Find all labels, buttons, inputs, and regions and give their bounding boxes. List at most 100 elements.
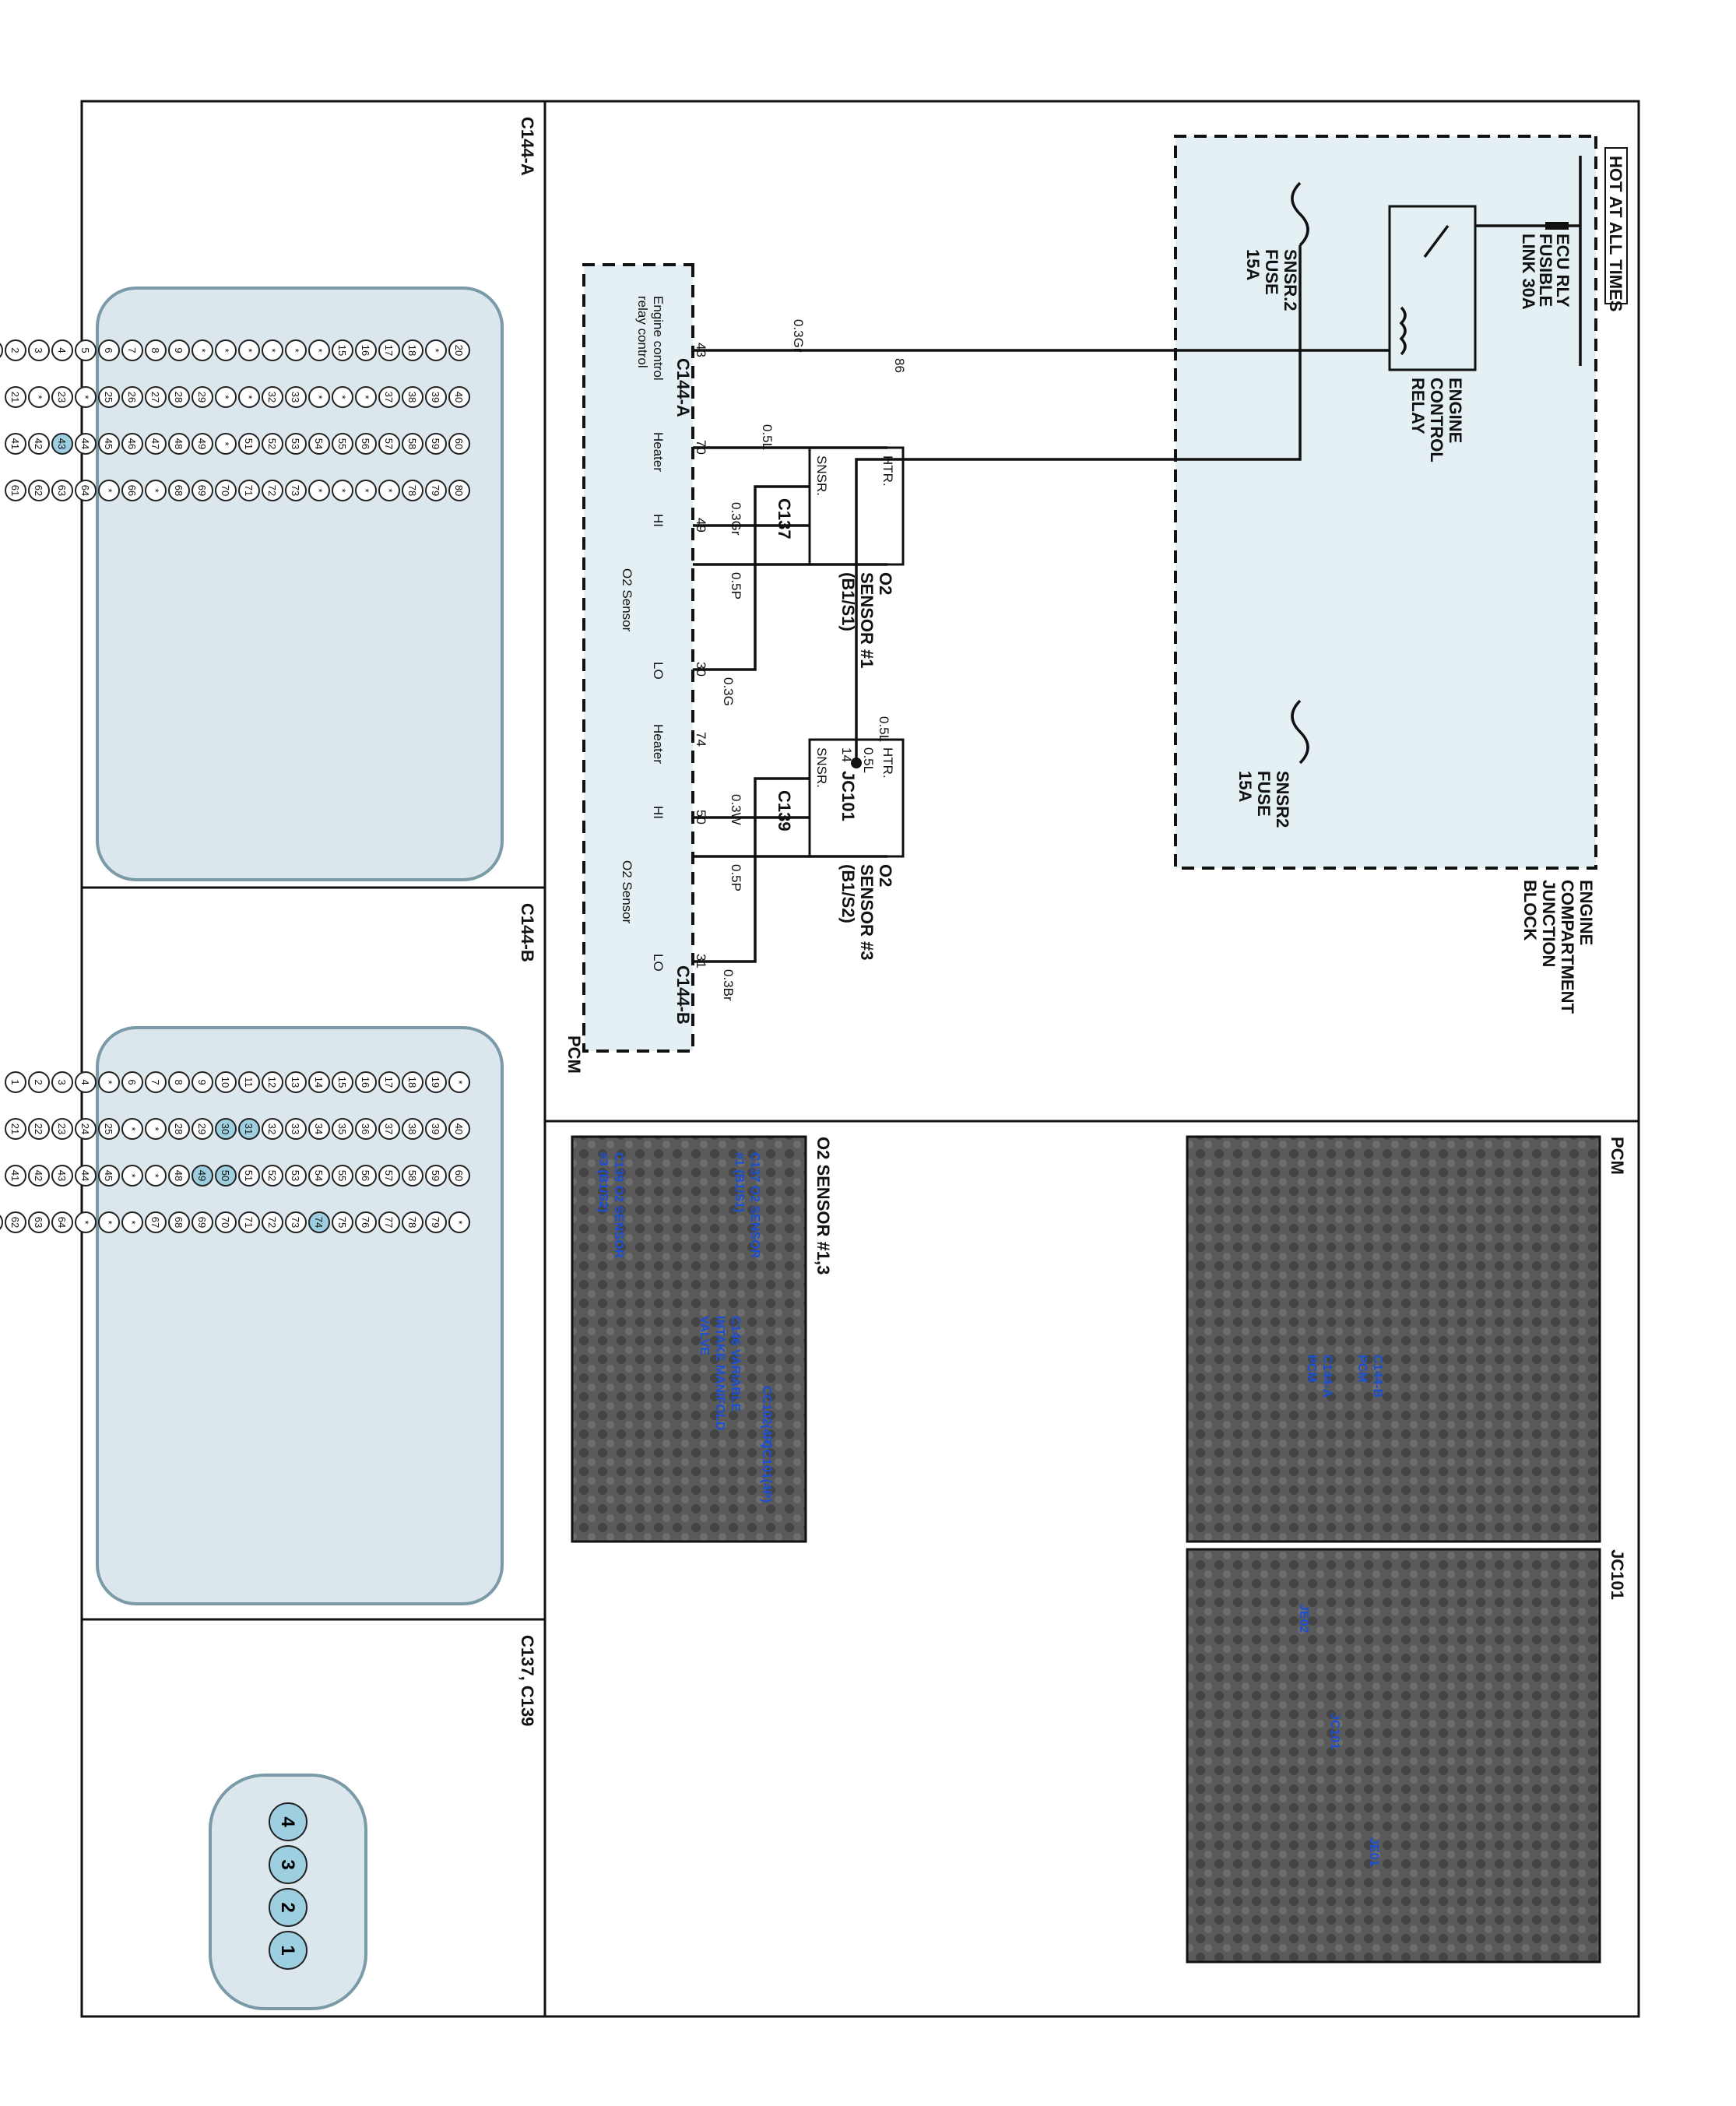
connector-b-title: C144-B: [518, 903, 537, 962]
splice-point: [851, 758, 862, 768]
wire-s1-lo-label: 0.3G: [721, 677, 736, 706]
connector-a-title: C144-A: [518, 117, 537, 176]
connector-b-pin-label: 7: [149, 1079, 161, 1085]
connector-b-pin: [98, 1118, 120, 1140]
photo-jc-label-1: JE02: [1297, 1604, 1310, 1633]
connector-a-pin-label: 63: [56, 485, 68, 496]
connector-a-pin: [168, 433, 190, 455]
connector-a-pin: [5, 386, 26, 408]
wire-s1-heater-power-label: 0.5L: [760, 424, 775, 450]
connector-b-pins: *191817161514131211109876*43214039383736…: [0, 1071, 470, 1233]
connector-b-pin-label: 14: [313, 1077, 325, 1088]
connector-b-pin-label: 17: [383, 1077, 395, 1088]
connector-a-pin-label: 51: [243, 438, 255, 449]
connector-b-pin-label: 73: [290, 1217, 301, 1228]
connector-b-pin: [262, 1165, 283, 1187]
connector-b-pin-label: 53: [290, 1170, 301, 1181]
connector-a-pin-label: 59: [430, 438, 441, 449]
connector-a-pin: [448, 433, 470, 455]
connector-b-pin-label: 19: [430, 1077, 441, 1088]
connector-b-pin-label: 2: [33, 1079, 44, 1085]
connector-b-pin: [168, 1211, 190, 1233]
photo-pcm-label-1b: PCM: [1355, 1355, 1369, 1383]
pcm-pin-30: 30: [694, 662, 708, 677]
connector-a-pin-label: 41: [9, 438, 21, 449]
o2-sensor-3-name-1: O2: [876, 864, 895, 887]
connector-b-pin: [28, 1165, 50, 1187]
connector-b-pin-label: 49: [196, 1170, 208, 1181]
connector-a-pin: [192, 433, 213, 455]
connector-b-pin: [28, 1118, 50, 1140]
connector-b-pin-label: 54: [313, 1170, 325, 1181]
photo-jc-title: JC101: [1608, 1549, 1627, 1600]
connector-a-pin-label: 4: [56, 347, 68, 353]
connector-a-pin: [285, 480, 307, 501]
connector-b-pin: [51, 1118, 73, 1140]
fuse-snsr-label-3: 15A: [1235, 771, 1255, 802]
connector-a-pin-label: 70: [220, 485, 231, 496]
connector-a-pin: [425, 339, 447, 361]
connector-b-pin: [28, 1071, 50, 1093]
connector-b-pin: [192, 1071, 213, 1093]
photo-pcm-label-2a: C144-A: [1320, 1355, 1334, 1398]
pcm-lo-1: LO: [651, 662, 666, 680]
connector-c-pin: [269, 1845, 307, 1884]
connector-a-pin: [332, 433, 353, 455]
connector-a-pin: [355, 433, 377, 455]
connector-b-pin: [238, 1118, 260, 1140]
connector-b-pin: [448, 1071, 470, 1093]
photo-o2-label-4: CC102(4P): [760, 1386, 773, 1448]
connector-b-pin-label: 79: [430, 1217, 441, 1228]
photo-o2-title: O2 SENSOR #1,3: [814, 1137, 833, 1274]
connector-a-pin-label: 25: [103, 392, 114, 403]
connector-b-pin-label: 74: [313, 1217, 325, 1228]
connector-b-pin: [448, 1165, 470, 1187]
connector-b-pin: [5, 1071, 26, 1093]
connector-a-pin: [75, 433, 97, 455]
connector-a-pin-label: *: [313, 395, 325, 399]
hot-label: HOT AT ALL TIMES: [1606, 156, 1625, 311]
connector-b-pin: [425, 1165, 447, 1187]
pcm-heater-3: Heater: [651, 724, 666, 764]
connector-a-pin: [285, 433, 307, 455]
connector-a-pin-label: 71: [243, 485, 255, 496]
connector-a-pin-label: 80: [453, 485, 465, 496]
connector-a-pin: [332, 339, 353, 361]
fuse-snsr-label-1: SNSR2: [1273, 771, 1292, 828]
fusible-link-label-3: LINK 30A: [1519, 234, 1538, 310]
pcm-conn-a: C144-A: [673, 358, 693, 417]
connector-b-pin: [308, 1165, 330, 1187]
connector-b-pin-label: *: [453, 1220, 465, 1224]
o2-sensor-3-snsr: SNSR.: [814, 747, 829, 788]
connector-a-pin: [192, 480, 213, 501]
connector-a-pin: [355, 339, 377, 361]
connector-b-pin: [192, 1118, 213, 1140]
connector-c-pin: [269, 1888, 307, 1927]
photo-pcm-label-2b: PCM: [1305, 1355, 1318, 1383]
connector-b-pin-label: 16: [360, 1077, 371, 1088]
connector-a-pin-label: 60: [453, 438, 465, 449]
wire-s3-lo-label: 0.3Br: [721, 969, 736, 1001]
connector-b-pin-label: 37: [383, 1123, 395, 1134]
connector-b-pin-label: 18: [406, 1077, 418, 1088]
connector-c-pin-label: 1: [277, 1945, 298, 1955]
connector-b-pin-label: 71: [243, 1217, 255, 1228]
connector-b-pin-label: 68: [173, 1217, 184, 1228]
relay-label-3: RELAY: [1408, 378, 1428, 434]
junction-block-label-4: BLOCK: [1520, 880, 1540, 940]
connector-b-pin: [425, 1211, 447, 1233]
connector-b-pin-label: 69: [196, 1217, 208, 1228]
connector-b-pin: [98, 1165, 120, 1187]
connector-b-pin: [75, 1071, 97, 1093]
pcm-lo-3: LO: [651, 954, 666, 972]
connector-b-pin-label: 58: [406, 1170, 418, 1181]
connector-a-pin: [121, 480, 143, 501]
pcm-relay-text-1: Engine control: [651, 296, 666, 381]
connector-b-pin: [308, 1071, 330, 1093]
pcm-o2-3: O2 Sensor: [620, 860, 634, 924]
connector-a-pin-label: 68: [173, 485, 184, 496]
connector-b-pin: [355, 1211, 377, 1233]
connector-b-pin-label: 6: [126, 1079, 138, 1085]
connector-a-pin-label: *: [336, 488, 348, 492]
connector-a-pin-label: *: [313, 348, 325, 352]
